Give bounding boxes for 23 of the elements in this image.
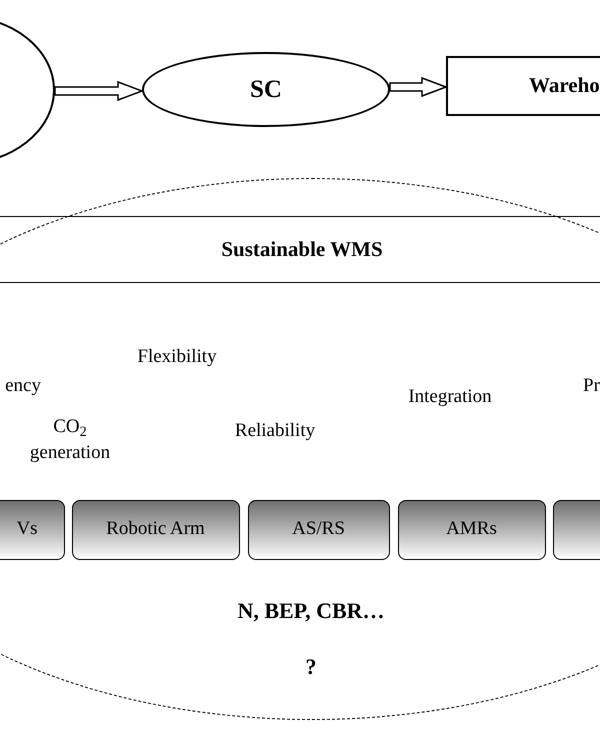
node-text: AS/RS <box>292 517 345 542</box>
node-text: SC <box>250 74 282 105</box>
label-text: N, BEP, CBR… <box>236 597 386 625</box>
label-text: Flexibility <box>136 345 218 369</box>
technology-box <box>398 500 546 560</box>
label-text: Integration <box>407 385 493 409</box>
label-text: Pr <box>583 374 600 398</box>
label-text: CO$_{2}$ generation <box>28 415 112 465</box>
technology-box <box>72 500 240 560</box>
label-text: ? <box>304 653 318 681</box>
label-text: Reliability <box>234 419 316 443</box>
node-text: Sustainable WMS <box>221 236 383 263</box>
node-text: Robotic Arm <box>106 517 205 542</box>
technology-box <box>0 500 64 560</box>
process-box <box>446 56 600 116</box>
band <box>0 216 600 283</box>
hollow-arrow <box>389 76 448 98</box>
node-text: AMRs <box>446 517 497 542</box>
hollow-arrow <box>54 80 144 102</box>
node-text: Vs <box>16 517 38 542</box>
node-text: Wareho <box>529 72 600 100</box>
label-text: ency <box>4 374 41 398</box>
technology-box <box>248 500 390 560</box>
